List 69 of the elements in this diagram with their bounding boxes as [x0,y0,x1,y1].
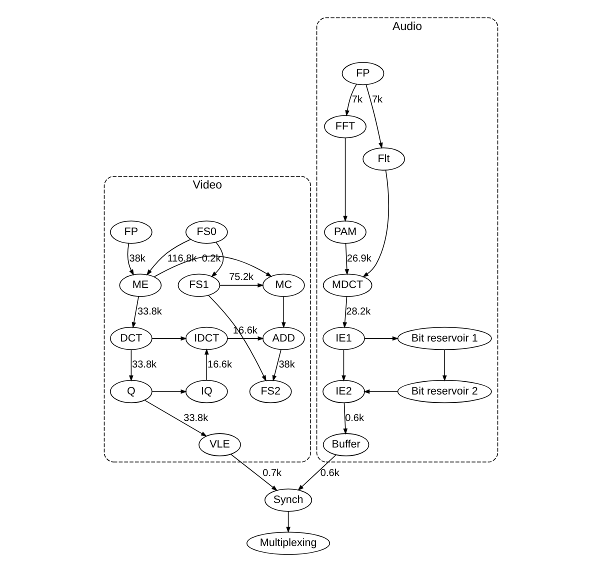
arrow [342,402,348,435]
arrow [208,294,266,382]
arrow [364,336,398,341]
node-ellipse: Flt [362,147,404,171]
node-ellipse: Synch [264,488,312,512]
edge-label: 26.9k [346,253,371,264]
edge-label: 0.7k [262,468,282,480]
arrow [204,348,208,381]
arrow [210,242,224,278]
edge-label: 16.6k [207,360,232,371]
arrow [219,283,264,288]
edge-label: 33.8k [136,306,162,318]
arrow [344,243,349,276]
node-ellipse: IDCT [184,326,228,350]
node-ellipse: Buffer [322,433,369,456]
node-ellipse: Bit reservoir 2 [396,380,492,404]
arrow [226,336,264,341]
arrow [344,84,356,116]
node-ellipse: FS1 [177,274,220,297]
arrow [146,238,190,276]
edge-label: 38k [278,360,294,371]
arrow [230,454,278,492]
node-ellipse: FFT [324,115,366,138]
edge-label: 38k [128,253,145,264]
arrow [442,349,446,382]
edge-label: 7k [351,94,362,106]
arrow [128,349,133,382]
arrow [151,389,186,394]
node-ellipse: IE2 [322,380,364,404]
arrow [126,243,134,276]
arrow [362,389,398,394]
node-ellipse: MC [262,274,304,297]
arrow [342,138,347,222]
node-ellipse: PAM [324,220,366,244]
arrow [341,349,346,382]
edge-label: 0.2k [201,253,220,264]
node-ellipse: FS0 [184,220,228,244]
node-ellipse: ADD [262,326,304,350]
arrow [131,296,138,328]
arrow [365,84,382,149]
node-ellipse: ME [118,274,162,297]
arrow [286,511,290,534]
node-ellipse: IQ [184,380,228,404]
node-ellipse: Multiplexing [246,532,330,555]
edge-label: 7k [371,94,382,106]
node-ellipse: VLE [198,433,240,456]
arrow [342,296,347,328]
edge-label: 0.6k [320,468,339,480]
edge-label: 33.8k [132,360,156,371]
arrow [297,454,336,491]
arrow [272,349,281,382]
arrow [153,256,272,278]
node-ellipse: FS2 [248,380,292,404]
arrow [151,336,186,341]
arrow [281,296,286,328]
edge-label: 28.2k [346,306,370,318]
arrow [362,170,389,278]
node-ellipse: FP [110,220,152,244]
arrow [144,400,207,437]
node-ellipse: FP [341,62,384,86]
edge-label: 33.8k [183,412,208,424]
edge-label: 0.6k [344,412,364,424]
node-ellipse: Q [110,380,152,404]
edge-label: 75.2k [228,272,254,284]
node-ellipse: DCT [110,326,152,350]
node-ellipse: Bit reservoir 1 [396,326,492,350]
node-ellipse: MDCT [322,274,372,297]
edge-label: 116.8k [166,253,196,264]
node-ellipse: IE1 [322,326,364,350]
